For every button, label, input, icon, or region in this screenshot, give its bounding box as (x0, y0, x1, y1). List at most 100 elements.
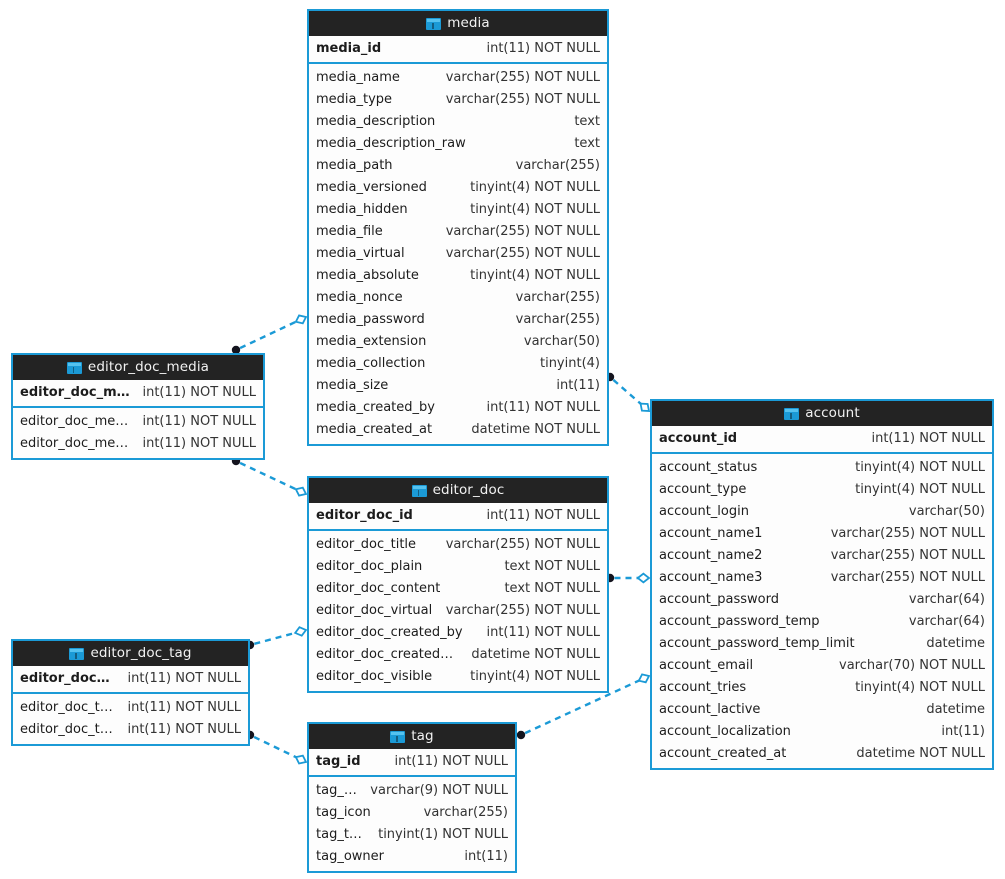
column-type: int(11) (464, 849, 508, 864)
entity-header-media: media (309, 11, 607, 36)
column-name: editor_doc_virtual (316, 603, 433, 618)
column-type: varchar(64) (908, 592, 985, 607)
column-type: varchar(255) NOT NULL (830, 526, 985, 541)
rel-editor-doc-media-to-doc (231, 456, 308, 497)
table-icon (426, 17, 442, 30)
primary-key-divider (13, 406, 263, 408)
rel-editor-doc-tag-to-tag (245, 730, 308, 765)
connector-diamond-endpoint (294, 754, 308, 765)
primary-key-divider (309, 775, 515, 777)
column-name: media_id (316, 41, 382, 56)
column-name: media_name (316, 70, 400, 85)
column-type: tinyint(1) NOT NULL (378, 827, 508, 842)
column-name: media_password (316, 312, 425, 327)
primary-key-divider (652, 452, 992, 454)
column-name: account_login (659, 504, 749, 519)
column-name: editor_doc_created_at (316, 647, 460, 662)
column-row: media_versioned tinyint(4) NOT NULL (309, 177, 607, 199)
entity-title: media (447, 15, 490, 31)
column-type: tinyint(4) NOT NULL (470, 268, 600, 283)
column-name: account_id (659, 431, 738, 446)
column-type: varchar(255) NOT NULL (445, 70, 600, 85)
column-row: media_extension varchar(50) (309, 331, 607, 353)
column-row: editor_doc_virtual varchar(255) NOT NULL (309, 600, 607, 622)
rel-editor-doc-to-account (605, 572, 651, 584)
columns-section: account_status tinyint(4) NOT NULL account… (652, 454, 992, 768)
column-type: tinyint(4) (539, 356, 600, 371)
column-name: account_created_at (659, 746, 787, 761)
column-name: media_size (316, 378, 389, 393)
column-name: media_extension (316, 334, 427, 349)
column-name: account_status (659, 460, 758, 475)
column-type: varchar(255) NOT NULL (830, 548, 985, 563)
column-type: varchar(255) NOT NULL (445, 603, 600, 618)
primary-key-divider (13, 692, 248, 694)
primary-key-divider (309, 529, 607, 531)
column-name: media_collection (316, 356, 426, 371)
connector-diamond-endpoint (294, 486, 308, 497)
column-name: editor_doc_title (316, 537, 417, 552)
column-type: tinyint(4) NOT NULL (470, 180, 600, 195)
column-name: media_type (316, 92, 393, 107)
column-type: datetime NOT NULL (471, 647, 600, 662)
column-row: editor_doc_tag_dstint(11) NOT NULL (13, 697, 248, 719)
column-type: tinyint(4) NOT NULL (855, 460, 985, 475)
column-name: account_password_temp_limit (659, 636, 855, 651)
column-type: int(11) NOT NULL (486, 400, 600, 415)
column-type: datetime (926, 702, 985, 717)
column-name: media_description_raw (316, 136, 466, 151)
column-type: int(11) (941, 724, 985, 739)
column-row: media_collection tinyint(4) (309, 353, 607, 375)
column-row: editor_doc_media_dstint(11) NOT NULL (13, 433, 263, 455)
column-type: tinyint(4) NOT NULL (470, 202, 600, 217)
column-name: media_versioned (316, 180, 427, 195)
columns-section: editor_doc_media_srcint(11) NOT NULLedit… (13, 408, 263, 458)
connector-dot-endpoint (516, 730, 526, 740)
column-type: int(11) NOT NULL (486, 41, 600, 56)
column-name: editor_doc_media_dst (20, 436, 130, 451)
column-name: tag_icon (316, 805, 371, 820)
column-type: varchar(50) (523, 334, 600, 349)
column-type: int(11) NOT NULL (127, 700, 241, 715)
column-name: media_file (316, 224, 383, 239)
entity-header-editor_doc_tag: editor_doc_tag (13, 641, 248, 666)
entity-editor_doc_media[interactable]: editor_doc_mediaeditor_doc_media_idint(1… (11, 353, 265, 460)
column-type: datetime NOT NULL (471, 422, 600, 437)
columns-section: tag_colorvarchar(9) NOT NULLtag_iconvarc… (309, 777, 515, 871)
column-row: tag_colorvarchar(9) NOT NULL (309, 780, 515, 802)
column-type: int(11) NOT NULL (142, 414, 256, 429)
table-icon (66, 361, 82, 374)
entity-header-editor_doc_media: editor_doc_media (13, 355, 263, 380)
